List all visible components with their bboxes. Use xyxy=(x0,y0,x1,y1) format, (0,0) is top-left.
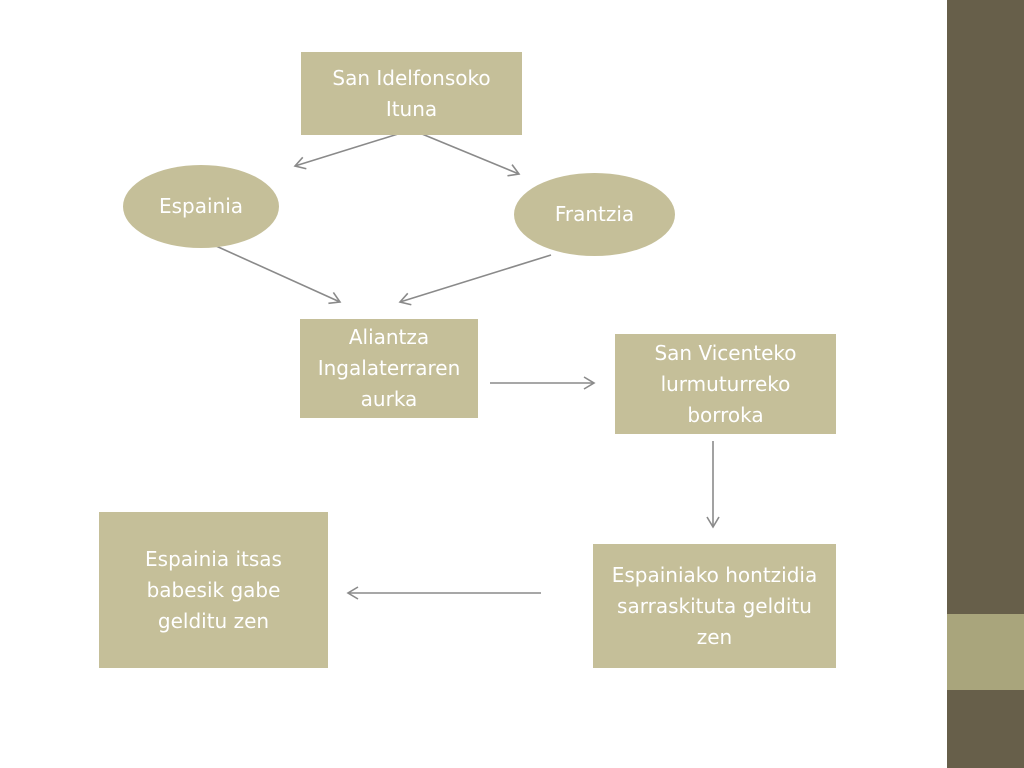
node-label: Espainia xyxy=(158,194,244,218)
arrow-france-to-alliance xyxy=(398,254,552,306)
node-alliance-against-england: Aliantza Ingalaterraren aurka xyxy=(300,319,478,418)
arrow-treaty-to-spain xyxy=(293,133,399,170)
node-label: Espainiako hontzidia sarraskituta geldit… xyxy=(611,562,818,649)
node-cape-st-vincent-battle: San Vicenteko lurmuturreko borroka xyxy=(615,334,836,434)
node-label: San Vicenteko lurmuturreko borroka xyxy=(654,340,797,427)
connectors-layer xyxy=(215,133,720,600)
node-label: San Idelfonsoko Ituna xyxy=(332,65,491,121)
node-label: Espainia itsas babesik gabe gelditu zen xyxy=(145,546,282,633)
node-france: Frantzia xyxy=(514,173,675,256)
sidebar-decoration-light xyxy=(947,614,1024,690)
node-label: Frantzia xyxy=(554,202,635,226)
arrow-spain-to-alliance xyxy=(215,245,342,305)
node-label: Aliantza Ingalaterraren aurka xyxy=(317,325,461,411)
node-spanish-fleet-destroyed: Espainiako hontzidia sarraskituta geldit… xyxy=(593,544,836,668)
node-san-idelfonso-treaty: San Idelfonsoko Ituna xyxy=(301,52,522,135)
node-spain: Espainia xyxy=(123,165,279,248)
arrow-treaty-to-france xyxy=(421,133,521,177)
node-spain-without-naval-protection: Espainia itsas babesik gabe gelditu zen xyxy=(99,512,328,668)
